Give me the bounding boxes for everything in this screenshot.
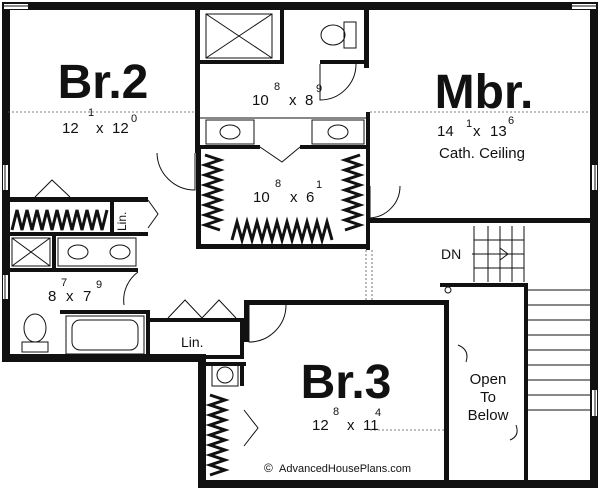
br2-width: 12 [62,120,79,137]
bath-upper-width: 10 [252,92,269,109]
stairs [444,226,590,441]
bath2-width-inches: 7 [61,277,67,289]
ceiling-lines [8,111,590,431]
open-to-below-line3: Below [468,407,509,424]
mbr-ceiling-note: Cath. Ceiling [439,145,525,162]
doors [34,63,401,447]
br2-width-inches: 1 [88,107,94,119]
mbr-width: 14 [437,123,454,140]
bath2-width: 8 [48,288,56,305]
br3-width-inches: 8 [333,406,339,418]
bath2-depth-inches: 9 [96,279,102,291]
mbr-name: Mbr. [435,66,534,119]
bath-upper-depth-inches: 9 [316,83,322,95]
closet-width-inches: 8 [275,178,281,190]
closet-shelving [10,153,365,477]
br3-depth-inches: 4 [375,407,381,419]
bath-upper-depth: 8 [305,92,313,109]
stair-down-label: DN [441,246,461,262]
br3-depth: 11 [363,417,379,434]
br3-width: 12 [312,417,329,434]
linen-closet-label: Lin. [115,212,129,231]
br2-name: Br.2 [58,56,149,109]
bath2-x: x [66,288,74,305]
closet-x: x [290,189,298,206]
br3-x: x [347,417,355,434]
credit-text: AdvancedHousePlans.com [279,463,411,475]
hall-linen-label: Lin. [181,334,204,350]
mbr-x: x [473,123,481,140]
closet-depth: 6 [306,189,314,206]
interior-walls [8,8,592,485]
mbr-depth-inches: 6 [508,115,514,127]
mbr-width-inches: 1 [466,118,472,130]
mbr-depth: 13 [490,123,507,140]
closet-width: 10 [253,189,270,206]
closet-depth-inches: 1 [316,179,322,191]
br3-name: Br.3 [301,356,392,409]
copyright-symbol: © [264,461,273,475]
open-to-below-line2: To [480,389,496,406]
bath-upper-x: x [289,92,297,109]
br2-depth-inches: 0 [131,113,137,125]
bath-upper-width-inches: 8 [274,81,280,93]
open-to-below-line1: Open [470,371,507,388]
br2-depth: 12 [112,120,129,137]
bath2-depth: 7 [83,288,91,305]
br2-x: x [96,120,104,137]
fixtures [11,13,365,387]
